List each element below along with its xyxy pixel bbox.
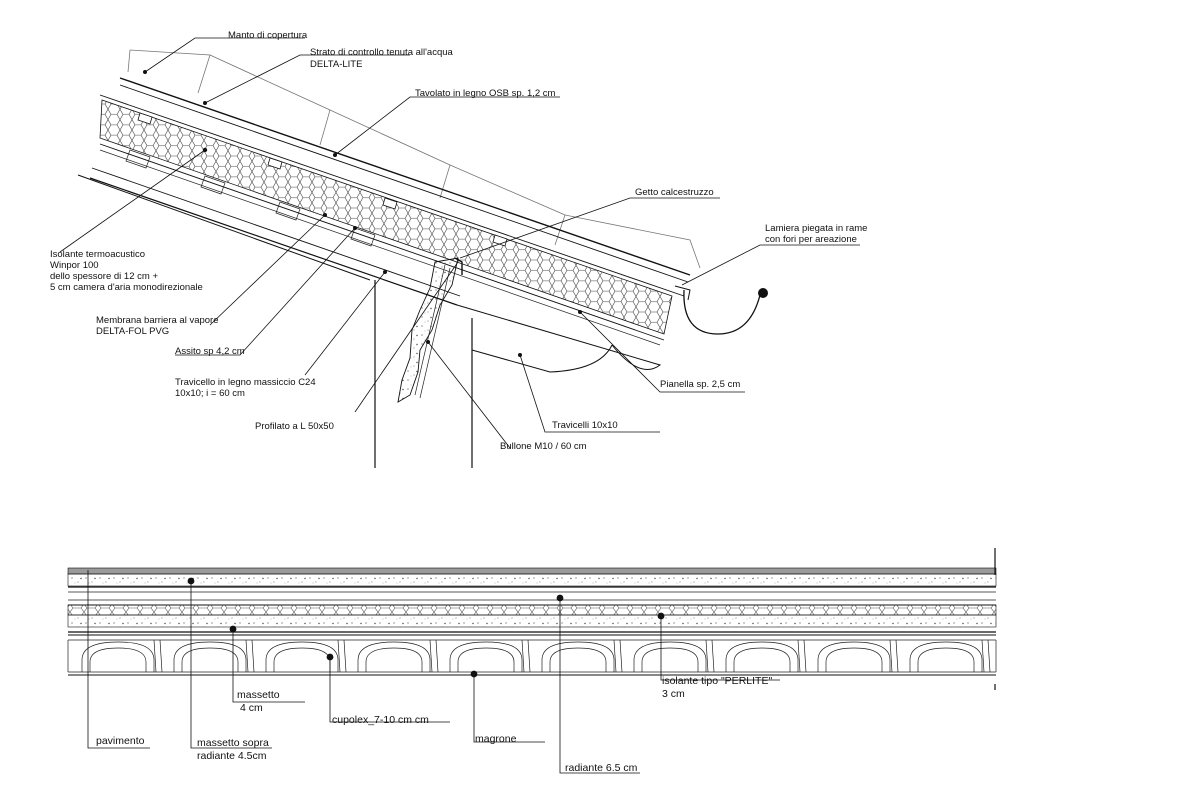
label-manto: Manto di copertura [228,30,308,41]
label-isolante-line3: dello spessore di 12 cm + [50,271,158,282]
cupolex-dome [909,639,991,673]
label-getto: Getto calcestruzzo [635,187,714,198]
copper-gutter [683,289,761,335]
label-massetto-line2: 4 cm [240,702,263,714]
label-strato-line1: Strato di controllo tenuta all'acqua [310,47,453,58]
label-massetto-line1: massetto [237,689,280,701]
label-isolante-perlite-line2: 3 cm [662,688,685,700]
concrete-cast [397,257,459,403]
label-membrana-line2: DELTA-FOL PVG [96,326,170,337]
cupolex-dome [633,639,715,673]
label-isolante-line1: Isolante termoacustico [50,249,146,260]
cupolex-domes [67,639,997,673]
cupolex-dome [265,639,347,673]
cupolex-dome [725,639,807,673]
label-massetto-sopra-line2: radiante 4.5cm [197,750,267,762]
label-travicello-line2: 10x10; i = 60 cm [175,388,245,399]
label-pianella: Pianella sp. 2,5 cm [660,379,741,390]
cupolex-dome [357,639,439,673]
label-isolante-perlite-line1: isolante tipo "PERLITE" [662,675,773,687]
label-lamiera-line1: Lamiera piegata in rame [765,223,868,234]
cupolex-dome [541,639,623,673]
label-travicelli: Travicelli 10x10 [552,420,618,431]
label-isolante-line2: Winpor 100 [50,260,99,271]
label-assito: Assito sp 4,2 cm [175,346,245,357]
cupolex-dome [173,639,255,673]
label-strato-line2: DELTA-LITE [310,59,363,70]
label-massetto-sopra-line1: massetto sopra [197,737,269,749]
roof-section [59,37,860,468]
label-profilato: Profilato a L 50x50 [255,421,334,432]
floor-section [67,548,997,774]
cupolex-dome [81,639,163,673]
label-membrana-line1: Membrana barriera al vapore [96,315,219,326]
label-tavolato: Tavolato in legno OSB sp. 1,2 cm [415,88,556,99]
label-cupolex: cupolex_7-10 cm cm [332,714,429,726]
label-magrone: magrone [475,733,517,745]
cupolex-dome [449,639,531,673]
label-isolante-line4: 5 cm camera d'aria monodirezionale [50,282,203,293]
cupolex-dome [817,639,899,673]
label-radiante: radiante 6.5 cm [565,762,638,774]
insulation-layer [99,99,673,335]
label-lamiera-line2: con fori per areazione [765,234,857,245]
label-travicello-line1: Travicello in legno massiccio C24 [175,377,316,388]
label-pavimento: pavimento [96,735,145,747]
label-bullone: Bullone M10 / 60 cm [500,441,587,452]
